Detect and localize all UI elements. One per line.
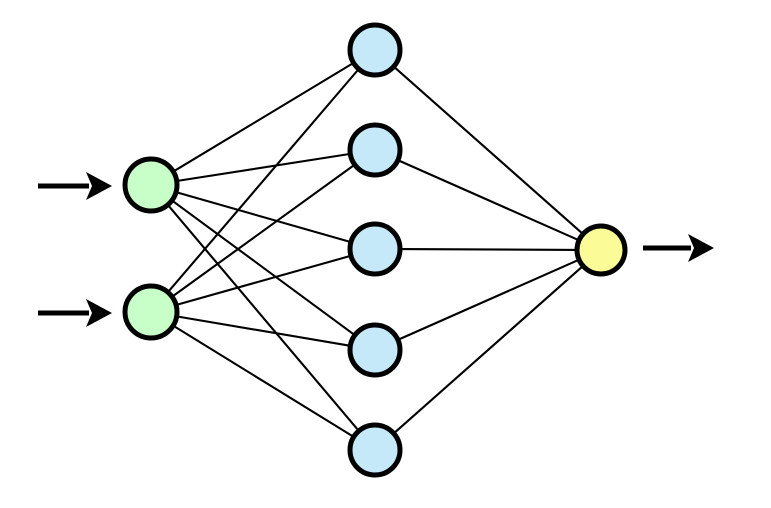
io-arrows-group bbox=[38, 172, 714, 327]
edge-input-2-to-hidden-5 bbox=[172, 324, 355, 438]
edge-input-2-to-hidden-2 bbox=[171, 163, 356, 298]
node-output-1[interactable] bbox=[574, 223, 628, 277]
arrow-right-icon bbox=[86, 299, 112, 327]
edge-input-1-to-hidden-2 bbox=[176, 152, 351, 183]
edge-input-2-to-hidden-4 bbox=[176, 315, 351, 347]
edge-input-1-to-hidden-5 bbox=[166, 204, 360, 432]
node-hidden-4[interactable] bbox=[347, 322, 403, 378]
input-arrow-2 bbox=[38, 299, 112, 327]
edge-input-2-to-hidden-1 bbox=[167, 68, 360, 293]
node-input-1[interactable] bbox=[122, 156, 180, 214]
node-hidden-2[interactable] bbox=[347, 122, 403, 178]
output-layer bbox=[574, 223, 628, 277]
arrow-right-icon bbox=[86, 172, 112, 200]
node-hidden-3[interactable] bbox=[347, 221, 403, 277]
input-arrow-1 bbox=[38, 172, 112, 200]
node-hidden-5[interactable] bbox=[347, 422, 403, 478]
hidden-layer bbox=[347, 22, 403, 478]
edge-hidden-4-to-output-1 bbox=[397, 258, 580, 341]
edge-input-1-to-hidden-1 bbox=[172, 62, 355, 173]
edge-hidden-2-to-output-1 bbox=[397, 159, 580, 242]
edge-input-2-to-hidden-3 bbox=[175, 254, 352, 306]
nodes-group bbox=[122, 22, 628, 478]
output-arrow-1 bbox=[643, 234, 714, 262]
arrow-right-icon bbox=[688, 234, 714, 262]
edge-hidden-1-to-output-1 bbox=[393, 65, 584, 235]
input-layer bbox=[122, 156, 180, 341]
edge-hidden-3-to-output-1 bbox=[399, 248, 578, 251]
edge-input-1-to-hidden-3 bbox=[175, 191, 352, 244]
node-input-2[interactable] bbox=[122, 283, 180, 341]
edge-input-1-to-hidden-4 bbox=[171, 199, 356, 337]
node-hidden-1[interactable] bbox=[347, 22, 403, 78]
edges-group bbox=[166, 62, 584, 438]
edge-hidden-5-to-output-1 bbox=[393, 265, 584, 435]
